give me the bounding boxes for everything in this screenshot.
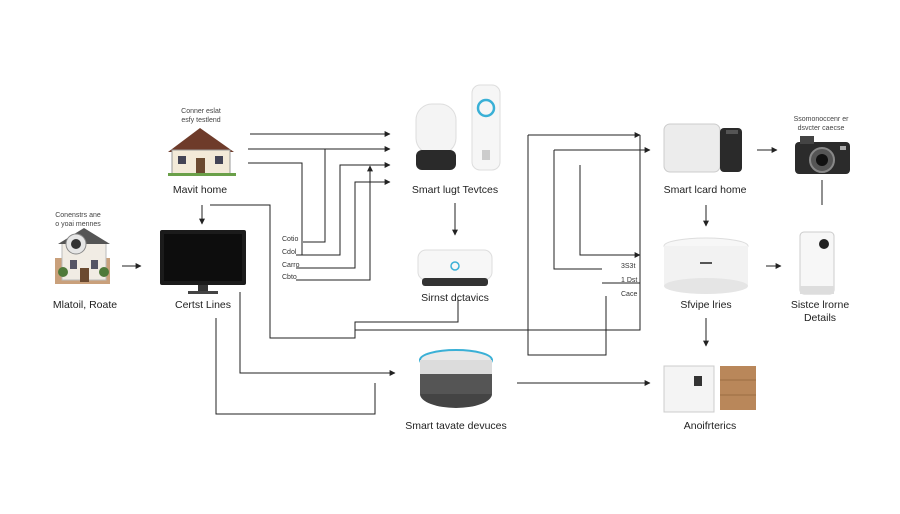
tick-label-right: Cace <box>621 291 638 298</box>
bottom-speaker-icon <box>419 349 493 408</box>
hub-label: Sirnst dctavics <box>421 292 489 304</box>
left-house-caption: Conenstrs ane o yoai mennes <box>55 212 101 228</box>
tall-device-label: Sistce lrorne Details <box>790 299 850 324</box>
tall-device-icon <box>799 231 835 295</box>
tick-label-left: Cdol <box>282 249 297 256</box>
round-device-label: Sfvipe lries <box>680 299 732 311</box>
top-house-caption: Conner eslat esfy testlend <box>181 108 221 124</box>
camera-icon <box>795 136 850 174</box>
round-device-icon <box>663 237 749 294</box>
top-house-label: Mavit home <box>172 184 228 196</box>
toaster-icon <box>663 123 742 173</box>
speakers-label: Smart lugt Tevtces <box>411 184 499 196</box>
bottom-speaker-label: Smart tavate devuces <box>405 420 507 432</box>
monitor-label: Certst Lines <box>174 299 232 311</box>
monitor-icon <box>160 230 246 294</box>
tick-label-right: 1 Dst <box>621 277 638 284</box>
tick-label-right: 3S3t <box>621 263 636 270</box>
tick-label-left: Cbto <box>282 274 297 281</box>
camera-caption: Ssomonoccenr er dsvcter caecse <box>793 116 849 132</box>
tick-label-left: Carro <box>282 262 300 269</box>
top-house-icon <box>168 128 236 176</box>
boxes-label: Anoifrterics <box>683 420 737 432</box>
left-house-icon <box>55 228 110 284</box>
smart-speakers-icon <box>415 84 501 171</box>
hub-icon <box>417 249 493 286</box>
left-house-label: Mlatoil, Roate <box>52 299 118 311</box>
boxes-icon <box>663 365 756 413</box>
toaster-label: Smart lcard home <box>663 184 747 196</box>
tick-label-left: Cotio <box>282 236 299 243</box>
connectors <box>122 131 823 415</box>
